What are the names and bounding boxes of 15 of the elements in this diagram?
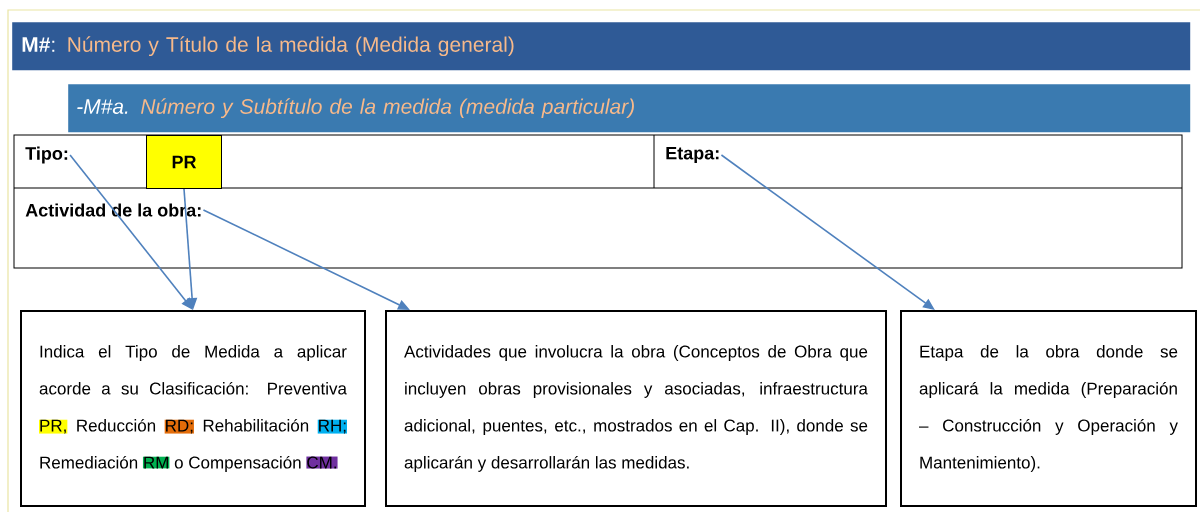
code-highlight: RD;	[164, 419, 194, 434]
field-label: Tipo:	[25, 146, 68, 164]
description-box: Etapa de la obra donde se aplicará la medida (Preparación – Construcción y Operación y Mantenimiento).	[900, 310, 1197, 507]
title-band: M#: Número y Título de la medida (Medida general)	[12, 22, 1191, 71]
code-highlight: RH;	[317, 419, 347, 434]
code-highlight: CM.	[306, 456, 338, 469]
code-highlight: PR,	[39, 419, 68, 434]
description-box: Indica el Tipo de Medida a aplicar acorde a su Clasificación: Preventiva PR, Reducción RD; Rehabilitación RH; Remediación RM o Compensación CM.	[20, 310, 366, 507]
arrow	[720, 154, 935, 310]
subtitle-band: -M#a. Número y Subtítulo de la medida (medida particular)	[68, 84, 1191, 133]
type-cell: PR	[146, 135, 222, 189]
description-box: Actividades que involucra la obra (Conceptos de Obra que incluyen obras provisionales y asociadas, infraestructura adicional, puentes, etc., mostrados en el Cap. II), donde se aplicarán y desarrollarán las medidas.	[385, 310, 887, 507]
arrow	[69, 154, 193, 310]
field-label: Etapa:	[666, 146, 719, 164]
code-highlight: RM	[142, 456, 170, 469]
